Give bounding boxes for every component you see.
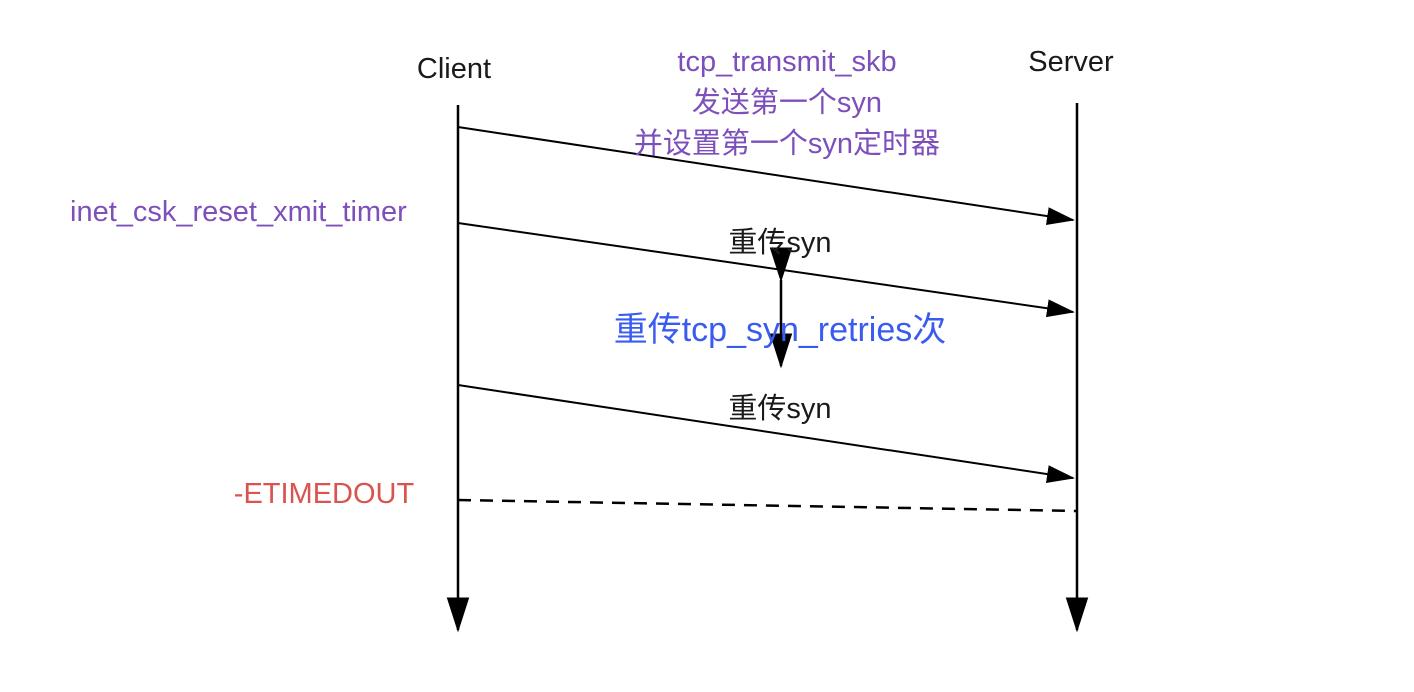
server-actor-label: Server [1028,46,1114,78]
transmit-note-line2: 发送第一个syn [691,87,883,119]
retransmit-label-1: 重传syn [728,227,832,259]
transmit-note: tcp_transmit_skb 发送第一个syn 并设置第一个syn定时器 [634,42,940,165]
syn-arrow-1 [457,126,1075,226]
syn-arrow-2 [457,222,1075,318]
reset-timer-note: inet_csk_reset_xmit_timer [70,196,407,228]
timeout-dashed-line [457,498,1078,513]
client-actor-label: Client [416,53,492,85]
retransmit-label-2: 重传syn [728,393,832,425]
syn-arrow-3 [457,384,1075,484]
transmit-note-line1: tcp_transmit_skb [677,46,897,78]
retries-note: 重传tcp_syn_retries次 [613,311,947,349]
transmit-note-line3: 并设置第一个syn定时器 [633,128,941,160]
etimedout-label: -ETIMEDOUT [233,478,415,510]
